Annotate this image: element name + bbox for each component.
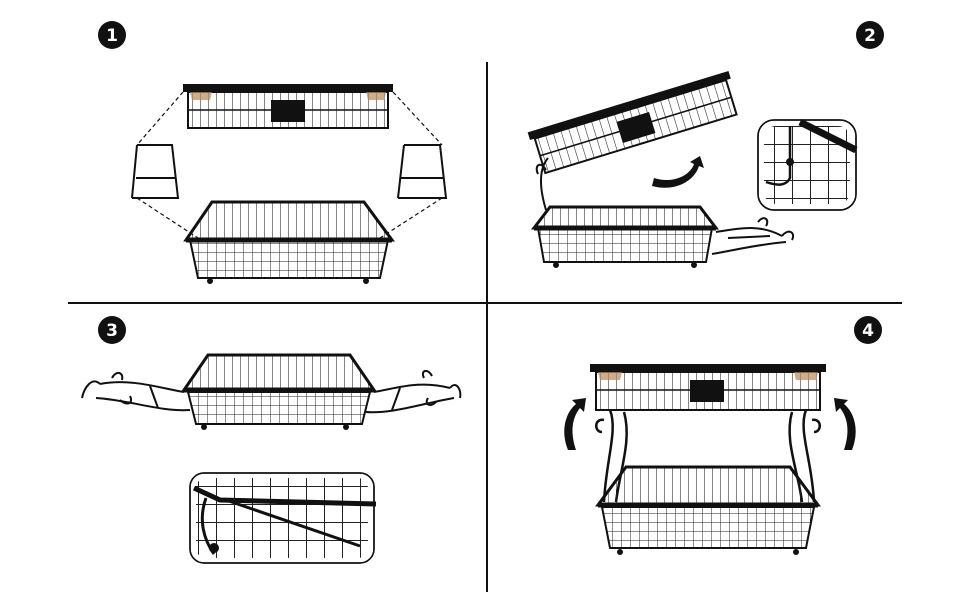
- panel-step-1: [131, 84, 448, 284]
- svg-text:1: 1: [106, 26, 118, 46]
- step-badge-3: 3: [98, 316, 126, 344]
- panel-step-2: [527, 70, 858, 268]
- svg-text:3: 3: [106, 321, 118, 341]
- step2-bottom-basket: [530, 205, 720, 268]
- step-badge-4: 4: [854, 316, 882, 344]
- step-badge-2: 2: [856, 21, 884, 49]
- panel-step-3: [81, 353, 462, 564]
- curved-arrow-icon: [564, 398, 586, 450]
- curved-arrow-icon: [652, 156, 704, 188]
- step2-side-frame: [711, 217, 794, 255]
- assembled-bottom-basket: [595, 465, 821, 555]
- tilted-top-basket: [527, 70, 738, 175]
- bottom-basket: [183, 200, 395, 284]
- right-side-frame: [397, 144, 448, 199]
- assembled-top-basket: [590, 364, 826, 411]
- panel-step-4: [564, 364, 856, 555]
- panel-dividers: [68, 62, 902, 592]
- svg-text:4: 4: [862, 321, 874, 341]
- step3-left-frame: [81, 372, 191, 412]
- step-badge-1: 1: [98, 21, 126, 49]
- left-side-frame: [131, 144, 180, 199]
- curved-arrow-icon: [834, 398, 856, 450]
- zoom-inset-leg: [189, 472, 377, 564]
- svg-text:2: 2: [864, 26, 876, 46]
- step3-right-frame: [365, 370, 462, 414]
- zoom-inset-hinge: [757, 118, 858, 211]
- guide-lines: [136, 91, 443, 239]
- step3-basket: [181, 353, 377, 430]
- top-basket: [183, 84, 393, 129]
